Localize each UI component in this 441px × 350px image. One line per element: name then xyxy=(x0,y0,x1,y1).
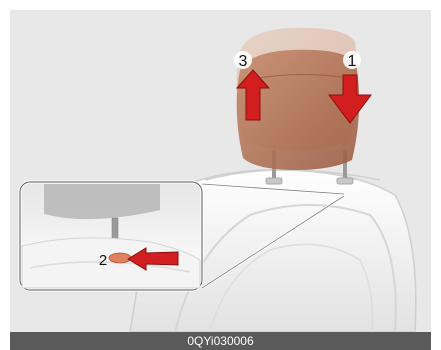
headrest-illustration: 3 1 xyxy=(10,10,431,332)
label-pull: 2 xyxy=(99,252,107,269)
label-lower: 1 xyxy=(348,53,357,70)
caption-bar: 0QYi030006 xyxy=(10,332,431,350)
label-raise: 3 xyxy=(239,53,248,70)
illustration-panel: 3 1 xyxy=(10,10,431,332)
figure-code: 0QYi030006 xyxy=(10,332,431,350)
inset-detail: 2 xyxy=(20,182,202,290)
release-button xyxy=(109,253,131,263)
post-collar-left xyxy=(266,178,282,184)
post-collar-right xyxy=(337,178,353,184)
